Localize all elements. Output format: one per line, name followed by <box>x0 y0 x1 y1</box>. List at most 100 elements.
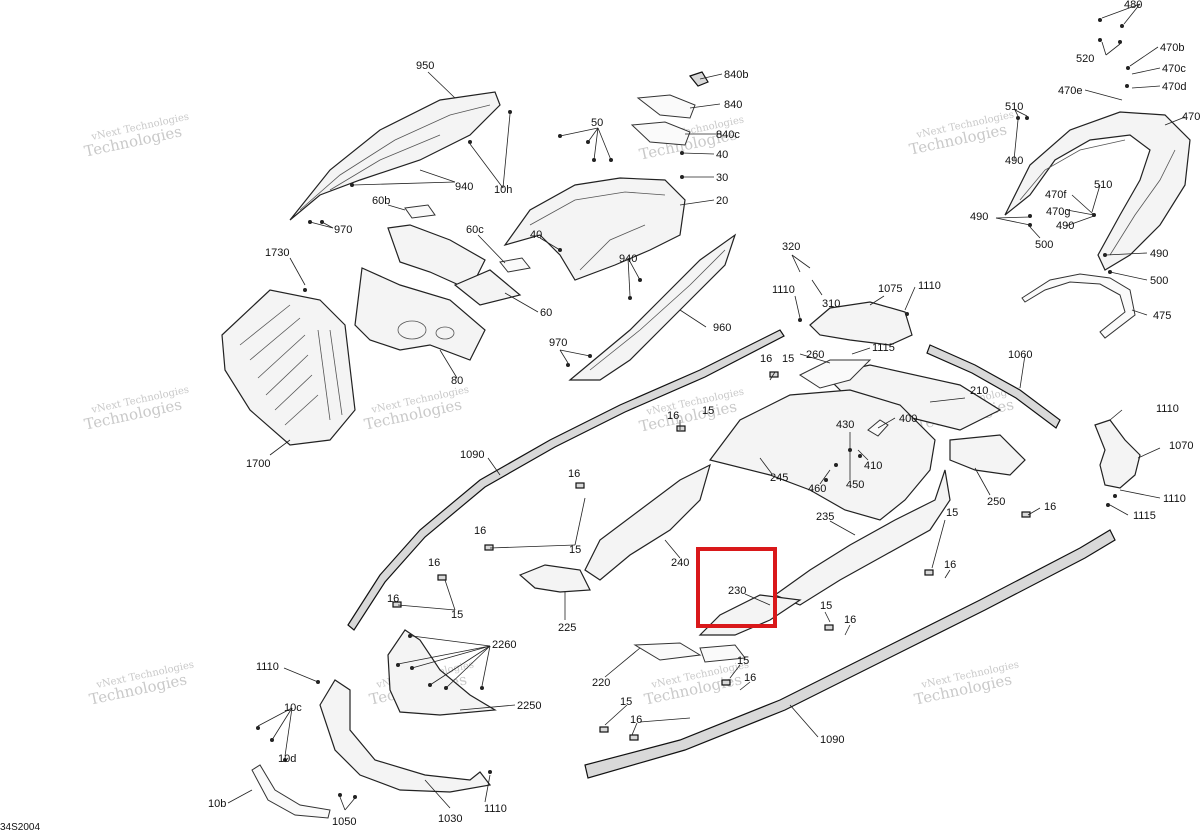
callout-16: 16 <box>630 714 642 726</box>
callout-2260: 2260 <box>492 639 516 651</box>
part-10b-trim <box>251 764 331 819</box>
callout-960: 960 <box>713 322 731 334</box>
part-1070-side-panel <box>1094 419 1141 489</box>
part-60b <box>404 204 436 219</box>
part-840 <box>636 94 696 119</box>
callout-1110: 1110 <box>1156 403 1179 415</box>
part-260-mat <box>798 359 872 389</box>
highlight-box-230 <box>696 547 777 628</box>
part-60-panel-lower <box>453 269 522 306</box>
part-1075-hood <box>809 301 913 346</box>
callout-80: 80 <box>451 375 463 387</box>
callout-10h: 10h <box>494 184 512 196</box>
callout-16: 16 <box>1044 501 1056 513</box>
callout-1075: 1075 <box>878 283 902 295</box>
callout-1110: 1110 <box>484 803 507 815</box>
callout-500: 500 <box>1150 275 1168 287</box>
callout-1090: 1090 <box>460 449 484 461</box>
part-225-mat <box>518 564 591 593</box>
callout-225: 225 <box>558 622 576 634</box>
callout-16: 16 <box>760 353 772 365</box>
callout-470d: 470d <box>1162 81 1186 93</box>
part-60c <box>499 257 531 273</box>
callout-1050: 1050 <box>332 816 356 828</box>
callout-1115: 1115 <box>1133 510 1156 522</box>
callout-210: 210 <box>970 385 988 397</box>
callout-16: 16 <box>428 557 440 569</box>
part-2250-bracket <box>387 629 497 716</box>
callout-470c: 470c <box>1162 63 1186 75</box>
callout-16: 16 <box>944 559 956 571</box>
callout-1730: 1730 <box>265 247 289 259</box>
callout-470f: 470f <box>1045 189 1067 201</box>
callout-320: 320 <box>782 241 800 253</box>
callout-470g: 470g <box>1046 206 1070 218</box>
callout-16: 16 <box>474 525 486 537</box>
leader-lines <box>227 3 1186 811</box>
part-80-bin <box>354 267 486 361</box>
callout-460: 460 <box>808 483 826 495</box>
callout-840b: 840b <box>724 69 748 81</box>
part-245-mat <box>708 389 936 521</box>
callout-510: 510 <box>1094 179 1112 191</box>
callout-16: 16 <box>387 593 399 605</box>
callout-235: 235 <box>816 511 834 523</box>
part-220-mat-b <box>699 644 746 663</box>
callout-1030: 1030 <box>438 813 462 825</box>
callout-480: 480 <box>1124 0 1142 11</box>
callout-260: 260 <box>806 349 824 361</box>
callout-16: 16 <box>844 614 856 626</box>
callout-1110: 1110 <box>772 284 795 296</box>
callout-470: 470 <box>1182 111 1200 123</box>
part-220-mat <box>633 642 702 661</box>
callout-1060: 1060 <box>1008 349 1032 361</box>
callout-10c: 10c <box>284 702 302 714</box>
callout-490: 490 <box>970 211 988 223</box>
callout-490: 490 <box>1005 155 1023 167</box>
fasteners <box>256 18 1130 799</box>
clips <box>392 371 1031 741</box>
part-840c <box>630 121 691 146</box>
callout-15: 15 <box>737 655 749 667</box>
parts <box>221 18 1191 819</box>
callout-410: 410 <box>864 460 882 472</box>
callout-450: 450 <box>846 479 864 491</box>
part-1700-mat <box>221 289 356 446</box>
callout-15: 15 <box>569 544 581 556</box>
callout-510: 510 <box>1005 101 1023 113</box>
callout-30: 30 <box>716 172 728 184</box>
part-475-bar <box>1021 273 1136 339</box>
callout-15: 15 <box>820 600 832 612</box>
callout-16: 16 <box>568 468 580 480</box>
callout-940: 940 <box>455 181 473 193</box>
callout-970: 970 <box>549 337 567 349</box>
callout-15: 15 <box>702 405 714 417</box>
part-960-side-panel <box>568 233 737 381</box>
callout-60: 60 <box>540 307 552 319</box>
callout-labels: 480 520 470b 470c 470d 470e 470 510 490 … <box>208 0 1200 828</box>
callout-15: 15 <box>946 507 958 519</box>
part-250-mat <box>949 434 1026 476</box>
part-1060-rail <box>926 344 1061 429</box>
callout-840: 840 <box>724 99 742 111</box>
callout-250: 250 <box>987 496 1005 508</box>
callout-230: 230 <box>728 585 746 597</box>
drawing-number: 34S2004 <box>0 822 40 833</box>
part-1030-bumper <box>319 679 492 793</box>
callout-40: 40 <box>530 229 542 241</box>
callout-15: 15 <box>451 609 463 621</box>
callout-1110: 1110 <box>256 661 279 673</box>
part-240-mat <box>584 463 711 581</box>
part-1090-rail-lower <box>584 529 1116 779</box>
part-230-mat <box>698 594 802 636</box>
callout-490: 490 <box>1150 248 1168 260</box>
callout-470b: 470b <box>1160 42 1184 54</box>
part-950-cover <box>289 91 501 221</box>
callout-490: 490 <box>1056 220 1074 232</box>
part-1090-rail-upper <box>347 329 785 631</box>
callout-50: 50 <box>591 117 603 129</box>
callout-15: 15 <box>620 696 632 708</box>
callout-40: 40 <box>716 149 728 161</box>
